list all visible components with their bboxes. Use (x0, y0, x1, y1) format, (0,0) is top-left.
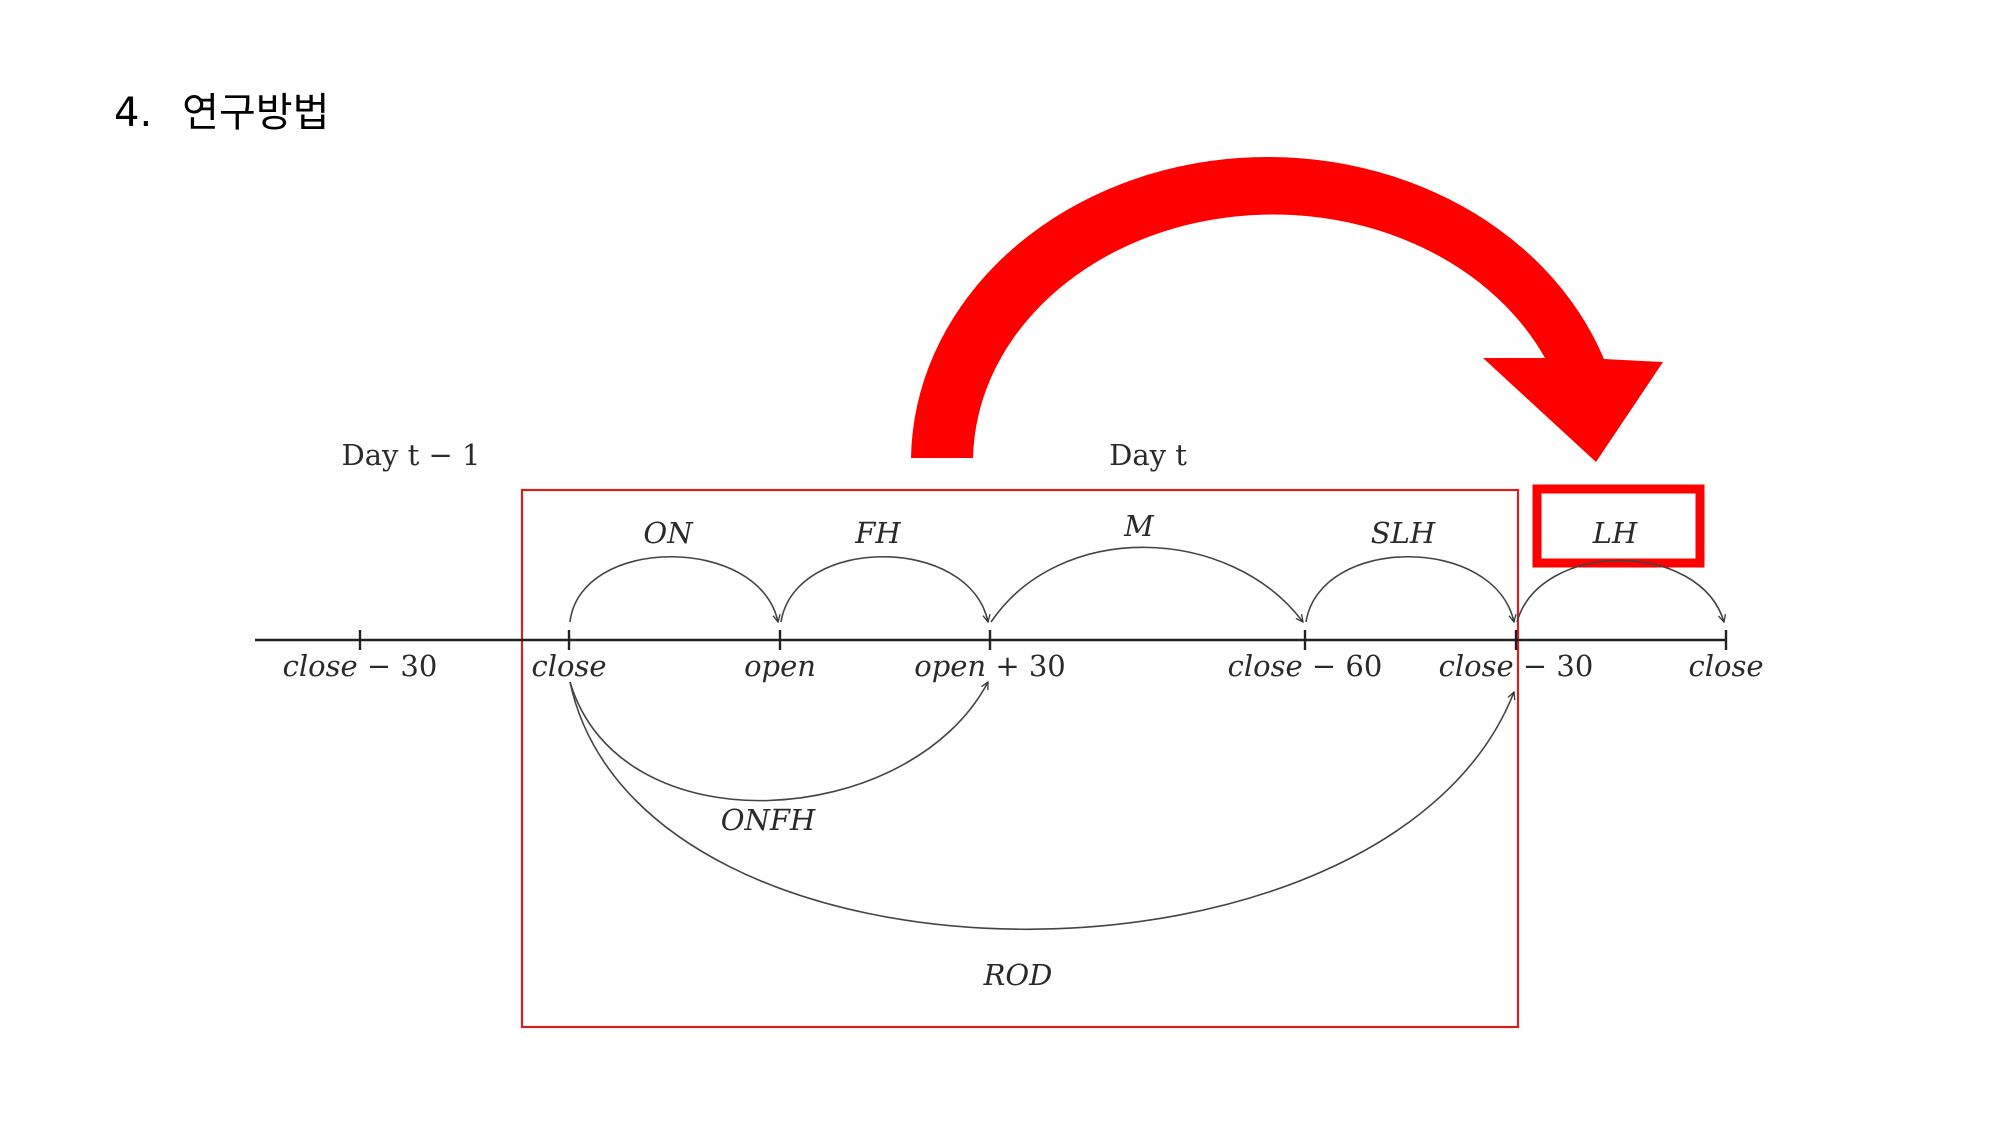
day-curr-label: Day t (1109, 438, 1187, 472)
label-fh: FH (854, 516, 901, 550)
label-slh: SLH (1371, 516, 1436, 550)
arc-on (569, 556, 778, 622)
highlight-box (520, 488, 1520, 1029)
tick-label-close-prev: close (531, 649, 606, 683)
lh-highlight-box (1532, 484, 1705, 568)
label-lh: LH (1592, 516, 1638, 550)
slide-title-text: 연구방법 (182, 90, 330, 136)
label-onfh: ONFH (721, 803, 816, 837)
arc-fh (780, 556, 988, 622)
day-prev-label: Day t − 1 (342, 438, 481, 472)
arc-m (990, 546, 1303, 622)
slide-number: 4. (114, 90, 153, 136)
red-curved-arrow-icon (911, 156, 1663, 462)
tick-label-open-plus-30: open + 30 (914, 649, 1066, 683)
tick-label-close-minus-30-prev: close − 30 (283, 649, 438, 683)
arc-onfh (569, 682, 989, 802)
slide-title: 4. 연구방법 (114, 80, 329, 138)
arc-rod (569, 681, 1514, 931)
label-rod: ROD (983, 958, 1053, 992)
tick-marks (358, 630, 1728, 650)
label-on: ON (643, 516, 694, 550)
tick-label-close-minus-60: close − 60 (1228, 649, 1383, 683)
tick-label-close: close (1688, 649, 1763, 683)
label-m: M (1123, 509, 1155, 543)
tick-label-close-minus-30: close − 30 (1439, 649, 1594, 683)
tick-label-open: open (744, 649, 816, 683)
arc-lh (1516, 559, 1724, 623)
arc-slh (1305, 556, 1514, 622)
